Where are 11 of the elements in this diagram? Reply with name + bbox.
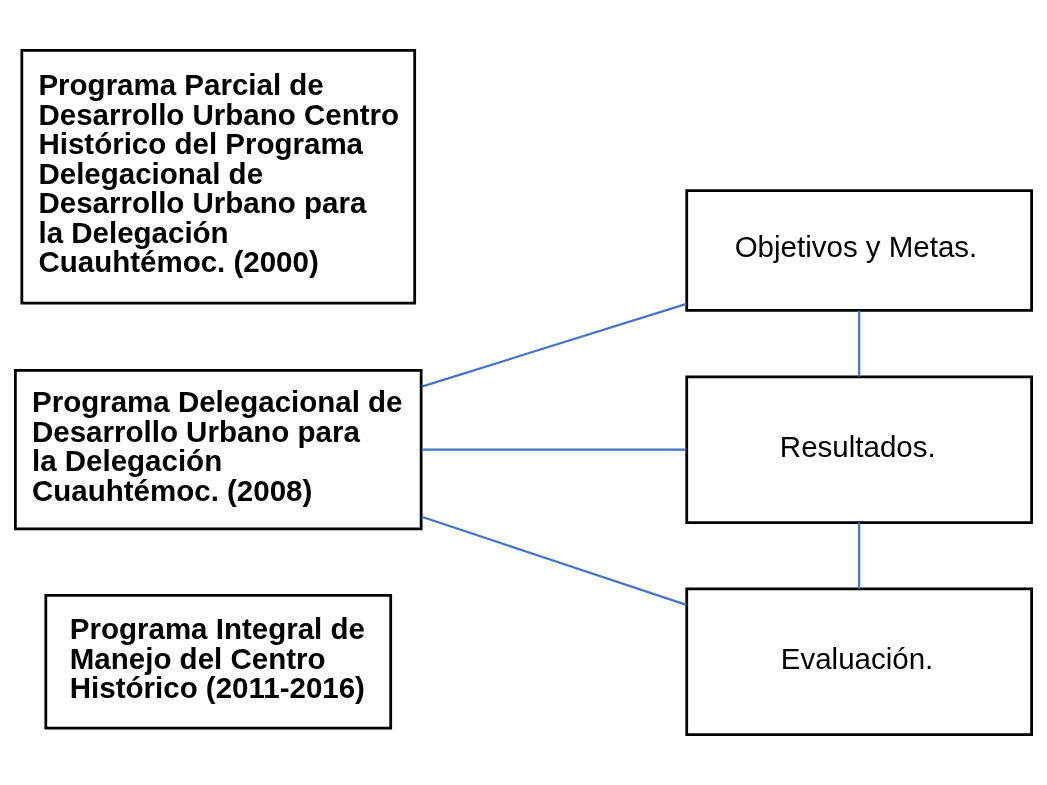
node-box: Programa Parcial de Desarrollo Urbano Centro Histórico del Programa Delegacional de Desarrollo Urbano para la Delegación Cuauhtémoc. (2000) <box>20 49 417 305</box>
node-box: Programa Delegacional de Desarrollo Urbano para la Delegación Cuauhtémoc. (2008) <box>14 369 423 531</box>
connector <box>858 522 861 589</box>
node-box: Programa Integral de Manejo del Centro Histórico (2011-2016) <box>44 594 393 730</box>
node-box: Evaluación. <box>685 587 1033 736</box>
connector <box>421 515 687 606</box>
node-box: Objetivos y Metas. <box>685 189 1033 312</box>
connector <box>858 310 861 377</box>
node-box: Resultados. <box>685 375 1033 524</box>
connector <box>421 302 687 388</box>
connector <box>421 448 687 451</box>
